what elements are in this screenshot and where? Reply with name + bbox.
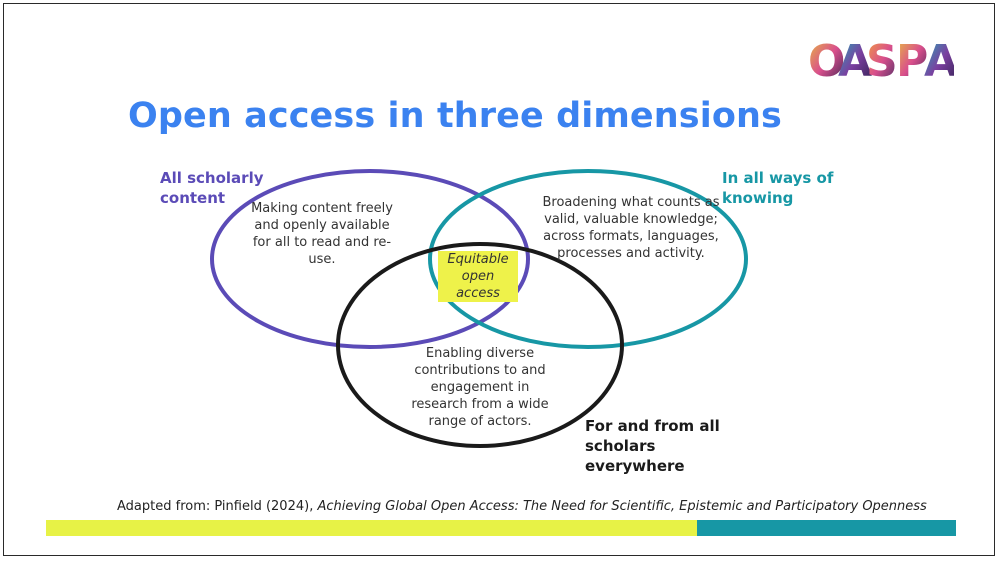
venn-circle-scholarly-content xyxy=(210,169,530,349)
center-line: open xyxy=(459,268,497,285)
slide-title: Open access in three dimensions xyxy=(128,96,782,136)
footer-bar-yellow xyxy=(46,520,697,536)
caption-prefix: Adapted from: Pinfield (2024), xyxy=(117,499,318,514)
venn-circle-ways-of-knowing xyxy=(428,169,748,349)
venn-circle-all-scholars xyxy=(336,242,624,448)
label-all-ways-of-knowing: In all ways of knowing xyxy=(722,169,834,207)
logo-letter: A xyxy=(838,36,872,82)
center-line: access xyxy=(454,285,502,302)
center-line: Equitable xyxy=(445,251,511,268)
caption-title: Achieving Global Open Access: The Need f… xyxy=(317,499,927,514)
logo-letter: O xyxy=(808,36,845,82)
logo-letter: S xyxy=(866,36,898,82)
label-all-scholars-everywhere: For and from all scholars everywhere xyxy=(585,417,720,475)
label-all-scholarly-content: All scholarly content xyxy=(160,169,264,207)
description-all-scholars: Enabling diverse contributions to and en… xyxy=(411,346,549,429)
footer-bar-teal xyxy=(697,520,956,536)
source-caption: Adapted from: Pinfield (2024), Achieving… xyxy=(117,499,927,514)
oaspa-logo: O A S P A xyxy=(808,34,958,87)
center-label-equitable-open-access: Equitable open access xyxy=(438,251,518,302)
logo-letter: P xyxy=(896,36,928,82)
logo-letter: A xyxy=(924,36,954,82)
description-ways-of-knowing: Broadening what counts as valid, valuabl… xyxy=(542,195,720,261)
description-scholarly-content: Making content freely and openly availab… xyxy=(251,201,393,267)
